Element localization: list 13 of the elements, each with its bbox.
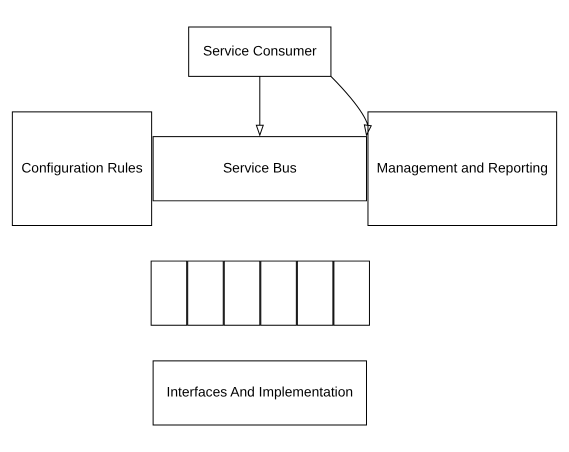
node-box: Configuration Rules (12, 111, 152, 226)
node-box (260, 260, 297, 326)
node-box (187, 260, 224, 326)
arrow (330, 76, 372, 137)
node-box: Service Bus (152, 136, 367, 202)
node-box (224, 260, 260, 326)
node-box (150, 260, 188, 326)
node-box: Service Consumer (188, 26, 332, 77)
node-box: Management and Reporting (367, 111, 558, 226)
node-box (296, 260, 334, 326)
node-box: Interfaces And Implementation (152, 360, 367, 426)
arrow (256, 76, 264, 137)
node-box (333, 260, 370, 326)
